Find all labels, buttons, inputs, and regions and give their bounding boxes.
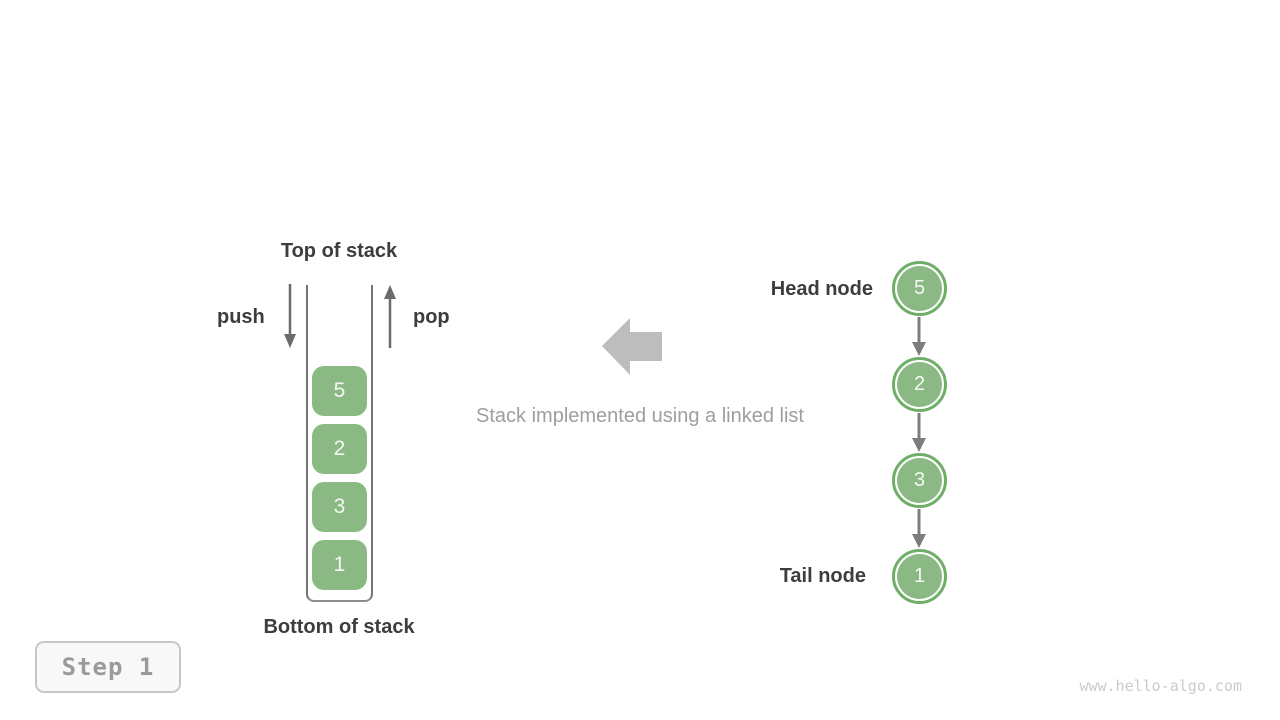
stack-item: 3 (312, 482, 367, 532)
stack-item: 1 (312, 540, 367, 590)
list-node: 3 (892, 453, 947, 508)
list-node: 5 (892, 261, 947, 316)
stack-item: 5 (312, 366, 367, 416)
step-badge: Step 1 (35, 641, 181, 693)
list-node-value: 5 (897, 266, 942, 311)
tail-node-label: Tail node (779, 565, 866, 587)
link-down-arrow-icon (912, 413, 926, 452)
stack-item: 2 (312, 424, 367, 474)
stack-container: 5 2 3 1 (306, 285, 373, 602)
link-down-arrow-icon (912, 317, 926, 356)
link-down-arrow-icon (912, 509, 926, 548)
list-node-value: 1 (897, 554, 942, 599)
pop-up-arrow-icon (384, 285, 396, 348)
bottom-of-stack-label: Bottom of stack (263, 616, 415, 638)
pop-label: pop (413, 306, 450, 328)
list-node-value: 3 (897, 458, 942, 503)
top-of-stack-label: Top of stack (280, 240, 398, 262)
push-down-arrow-icon (284, 284, 296, 348)
figure-caption: Stack implemented using a linked list (476, 405, 804, 427)
list-node-value: 2 (897, 362, 942, 407)
list-node: 1 (892, 549, 947, 604)
watermark-text: www.hello-algo.com (1079, 677, 1242, 695)
left-block-arrow-icon (602, 318, 662, 375)
list-node: 2 (892, 357, 947, 412)
push-label: push (217, 306, 265, 328)
head-node-label: Head node (770, 278, 873, 300)
